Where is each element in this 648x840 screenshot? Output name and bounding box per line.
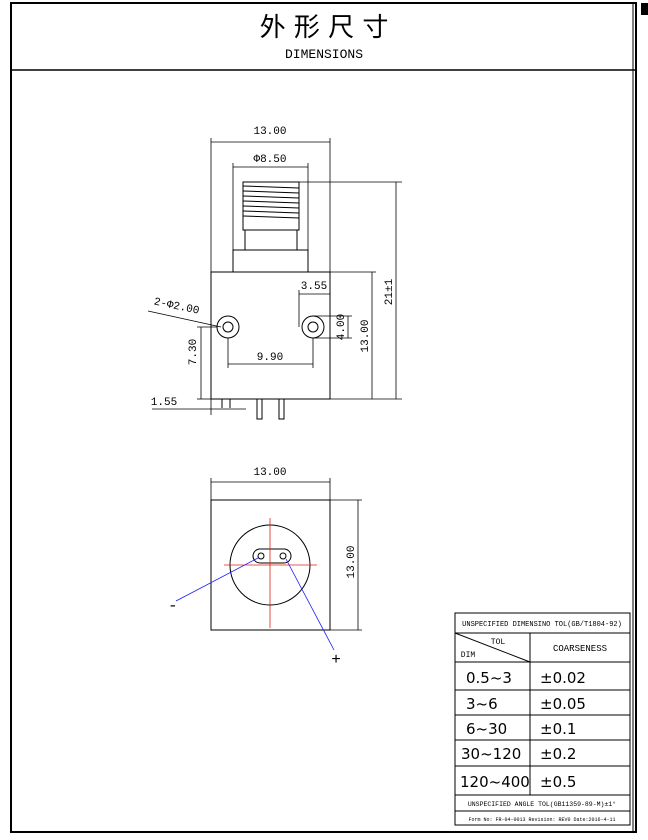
side-view [210,181,331,420]
bottom-dimensions [210,478,362,631]
row-range: 120~400 [460,773,530,791]
dim-pin-offset-label: 1.55 [151,397,177,409]
bottom-pin-pad [252,548,292,564]
polarity-leaders [175,557,335,651]
outer-frame [10,2,637,833]
form-note: Form No: FR-04-0013 Revision: REV0 Date:… [468,817,615,823]
bottom-width-label: 13.00 [253,467,286,479]
hole-right-outer [301,315,325,339]
plus-sign: + [331,651,341,669]
title-english: DIMENSIONS [285,47,363,62]
side-neck [244,229,298,251]
bottom-pin-right [279,552,287,560]
row-range: 0.5~3 [466,669,512,687]
hole-left-inner [222,321,234,333]
dim-width-label: 13.00 [253,126,286,138]
row-range: 3~6 [466,695,498,713]
dim-hole-offset-label: 3.55 [301,281,327,293]
dim-hole-spacing-label: 9.90 [257,352,283,364]
table-title: UNSPECIFIED DIMENSINO TOL(GB/T1804-92) [462,621,622,629]
bottom-pin-left [257,552,265,560]
side-dimensions [147,138,402,415]
minus-sign: - [168,597,178,615]
side-dimension-labels: 13.00 Φ8.50 21±1 13.00 3.55 4.00 9.90 2-… [151,126,396,409]
dim-left-height-label: 7.30 [188,339,200,365]
corner-mark [641,3,648,15]
pin-right [278,398,285,420]
row-range: 6~30 [466,720,507,738]
row-tol: ±0.02 [540,669,586,687]
bottom-body [210,499,331,631]
dim-hole-dia-label: 2-Φ2.00 [153,296,201,317]
side-collar [232,249,309,273]
thread-lines [242,185,300,219]
tolerance-table-text: UNSPECIFIED DIMENSINO TOL(GB/T1804-92) T… [460,621,622,823]
row-tol: ±0.2 [540,745,576,763]
dim-body-height-label: 13.00 [360,319,372,352]
angle-note: UNSPECIFIED ANGLE TOL(GB11359-89-M)±1° [468,800,616,808]
table-header-class: COARSENESS [553,644,607,654]
tolerance-table [454,612,631,826]
dim-total-height-label: 21±1 [384,278,396,305]
bottom-centerlines [224,518,317,628]
row-tol: ±0.1 [540,720,576,738]
row-tol: ±0.5 [540,773,576,791]
hole-right-inner [307,321,319,333]
pin-left [256,398,263,420]
table-header-tol: TOL [491,638,506,647]
row-tol: ±0.05 [540,695,586,713]
bottom-height-label: 13.00 [346,545,358,578]
dim-thread-label: Φ8.50 [253,154,286,166]
dim-hole-vertical-label: 4.00 [336,314,348,340]
title-chinese: 外 形 尺 寸 [260,13,389,43]
table-header-dim: DIM [461,651,476,660]
row-range: 30~120 [461,745,521,763]
